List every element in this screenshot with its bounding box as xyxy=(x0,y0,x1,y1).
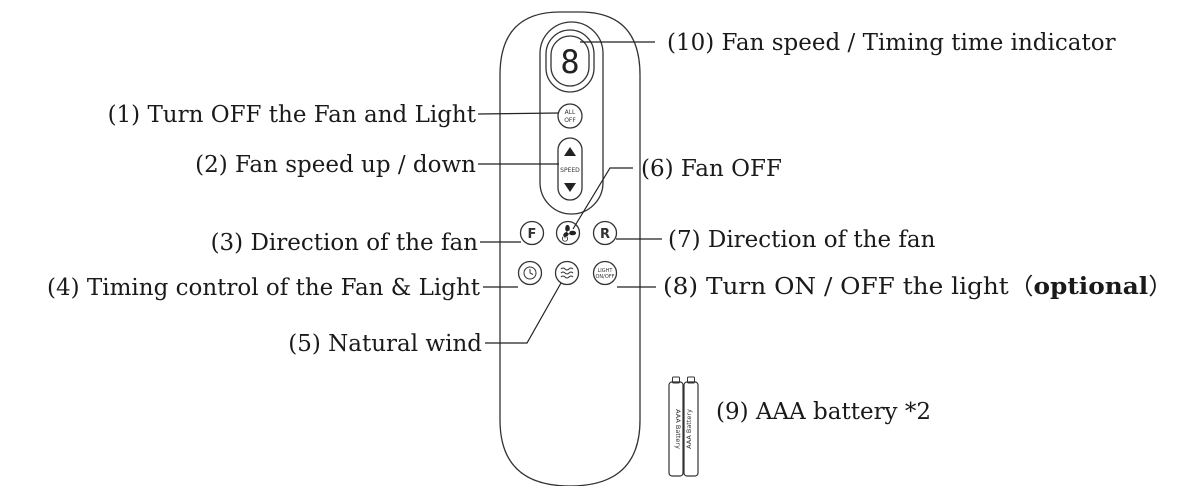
speed-down-icon[interactable] xyxy=(564,183,576,192)
power-icon xyxy=(562,235,568,242)
speed-rocker: SPEED xyxy=(557,137,583,201)
wind-icon xyxy=(560,267,574,279)
speed-timing-display: 8 xyxy=(545,29,595,93)
timer-button[interactable] xyxy=(517,260,543,286)
callout-8-optional: optional xyxy=(1034,273,1149,300)
speed-label: SPEED xyxy=(560,167,580,174)
battery-right: AAA Battery xyxy=(683,376,699,477)
all-off-line1: ALL xyxy=(565,109,576,116)
fan-off-button[interactable] xyxy=(555,220,581,246)
leader-lines xyxy=(477,41,662,344)
light-line1: LIGHT xyxy=(598,268,614,274)
r-direction-button[interactable]: R xyxy=(592,220,618,246)
callout-1: (1) Turn OFF the Fan and Light xyxy=(108,102,477,128)
callout-9: (9) AAA battery *2 xyxy=(716,399,931,425)
callout-7: (7) Direction of the fan xyxy=(668,227,936,253)
callout-8-suffix: ） xyxy=(1148,274,1173,300)
battery-left: AAA Battery xyxy=(668,376,684,477)
leader-1 xyxy=(477,112,560,115)
callout-10: (10) Fan speed / Timing time indicator xyxy=(667,30,1116,56)
battery-left-label: AAA Battery xyxy=(674,409,682,449)
callout-3: (3) Direction of the fan xyxy=(211,230,479,256)
remote-body xyxy=(499,11,641,486)
leader-6 xyxy=(572,167,633,230)
callout-8: (8) Turn ON / OFF the light（optional） xyxy=(663,273,1173,300)
light-line2: ON/OFF xyxy=(595,274,614,280)
callout-6: (6) Fan OFF xyxy=(641,156,782,182)
callout-2: (2) Fan speed up / down xyxy=(195,152,476,178)
callout-8-prefix: (8) Turn ON / OFF the light（ xyxy=(663,274,1034,300)
top-panel-oval xyxy=(539,21,604,215)
light-on-off-button[interactable]: LIGHT ON/OFF xyxy=(592,260,618,286)
natural-wind-button[interactable] xyxy=(554,260,580,286)
aaa-batteries: AAA Battery AAA Battery xyxy=(668,376,699,477)
battery-right-label: AAA Battery xyxy=(685,409,693,449)
callouts: (10) Fan speed / Timing time indicator (… xyxy=(47,30,1173,425)
f-direction-button[interactable]: F xyxy=(519,220,545,246)
leader-5 xyxy=(485,282,562,344)
all-off-button[interactable]: ALL OFF xyxy=(557,103,583,129)
all-off-line2: OFF xyxy=(564,117,576,124)
clock-icon xyxy=(523,266,537,280)
callout-4: (4) Timing control of the Fan & Light xyxy=(47,275,481,301)
callout-5: (5) Natural wind xyxy=(288,331,482,357)
speed-up-icon[interactable] xyxy=(564,147,576,156)
r-label: R xyxy=(600,227,610,242)
display-digit: 8 xyxy=(560,43,579,81)
f-label: F xyxy=(528,227,537,242)
